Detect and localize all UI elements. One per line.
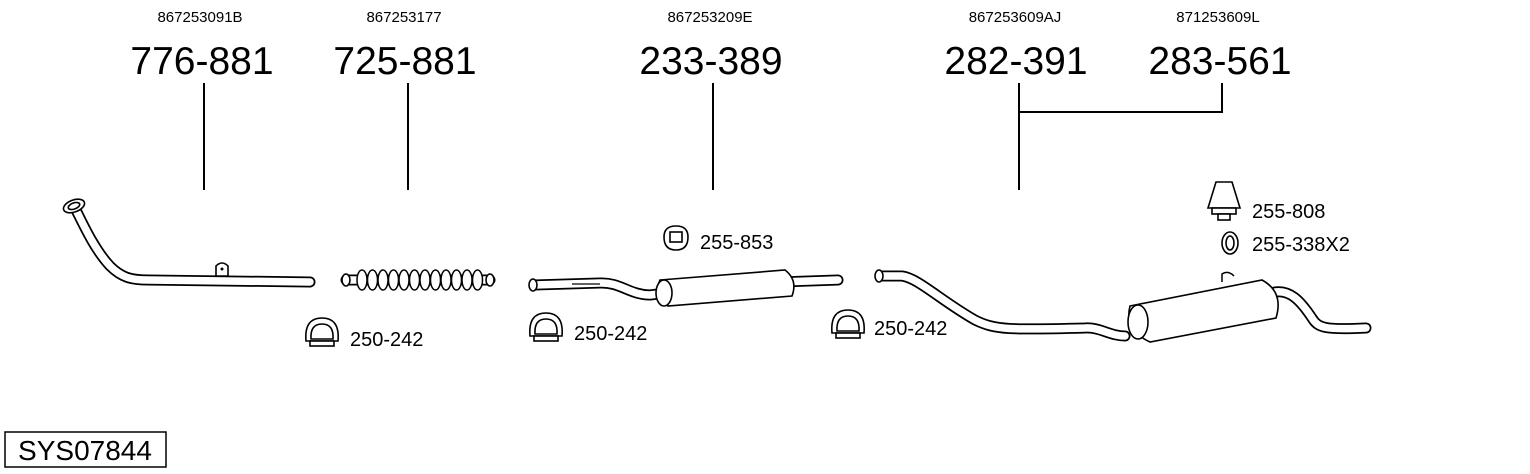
label-clamp-1: 250-242 [350, 329, 423, 351]
rubber-mount-drawing [1206, 181, 1242, 221]
ring-drawing [1221, 231, 1239, 255]
part-number-flex-pipe: 725-881 [333, 40, 476, 83]
bellows-ring [471, 269, 484, 291]
bellows-ring [419, 269, 431, 291]
oe-number-middle-silencer: 867253209E [667, 9, 752, 26]
label-clamp-3: 250-242 [874, 318, 947, 340]
middle-silencer-drawing [528, 269, 844, 307]
oe-number-front-pipe: 867253091B [157, 9, 242, 26]
bellows-ring [408, 269, 421, 291]
bellows-ring [440, 269, 452, 291]
bellows-ring [377, 269, 389, 291]
oe-number-rear-silencer-alt: 871253609L [1176, 9, 1259, 26]
part-number-rear-silencer-alt: 283-561 [1148, 40, 1291, 83]
leader-lines [203, 83, 1223, 190]
part-number-rear-silencer: 282-391 [944, 40, 1087, 83]
oe-number-rear-silencer: 867253609AJ [969, 9, 1062, 26]
bellows-ring [461, 269, 473, 291]
label-rubber-mount: 255-808 [1252, 201, 1325, 223]
rear-silencer-drawing [874, 269, 1372, 343]
bellows-ring [398, 269, 410, 291]
flex-pipe-drawing [340, 269, 496, 291]
clamp-3-drawing [831, 309, 865, 339]
bellows-ring [366, 269, 379, 291]
system-id: SYS07844 [18, 435, 152, 466]
system-id-box [4, 431, 167, 468]
label-clamp-2: 250-242 [574, 323, 647, 345]
hanger-255-853-drawing [663, 225, 689, 251]
bellows-ring [387, 269, 400, 291]
bellows-ring [429, 269, 442, 291]
bellows-ring [450, 269, 463, 291]
part-number-middle-silencer: 233-389 [639, 40, 782, 83]
clamp-1-drawing [305, 317, 339, 347]
oe-number-flex-pipe: 867253177 [366, 9, 441, 26]
label-ring: 255-338X2 [1252, 234, 1350, 256]
clamp-2-drawing [529, 312, 563, 342]
front-pipe-drawing [62, 198, 316, 288]
leader-bracket-rear [1018, 83, 1223, 113]
label-hanger: 255-853 [700, 232, 773, 254]
bellows-ring [356, 269, 368, 291]
part-number-front-pipe: 776-881 [130, 40, 273, 83]
